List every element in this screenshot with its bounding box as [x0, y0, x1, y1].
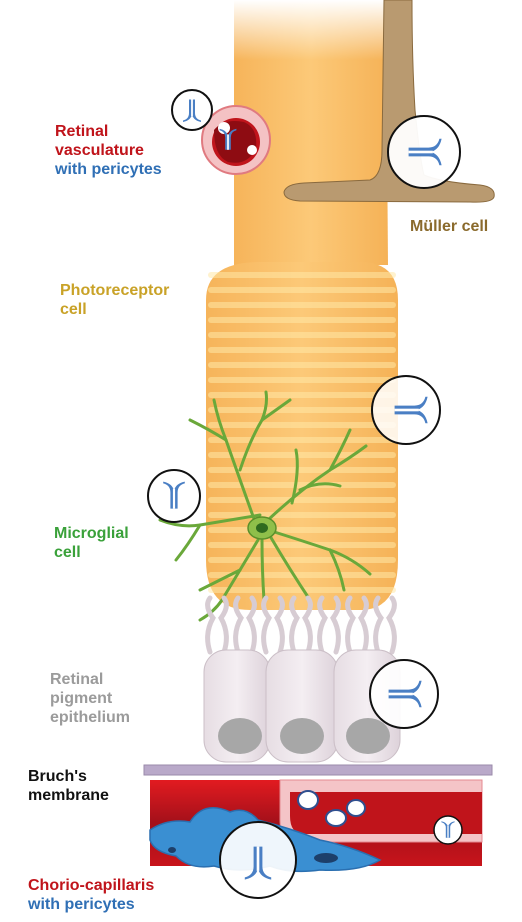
disc-stripe [208, 302, 396, 308]
receptor-marker-microglia [148, 470, 200, 522]
microvillus [376, 598, 381, 652]
microvillus [221, 598, 226, 652]
microglial-line1: Microglial [54, 524, 129, 543]
receptor-marker-rpe [370, 660, 438, 728]
retinal-vessel [202, 106, 270, 174]
photoreceptor-label: Photoreceptor cell [60, 281, 169, 319]
photoreceptor-line2: cell [60, 300, 169, 319]
disc-stripe [208, 452, 396, 458]
microvillus [208, 598, 213, 652]
muller-cell-text: Müller cell [410, 217, 488, 236]
disc-stripe [208, 377, 396, 383]
microglial-label: Microglial cell [54, 524, 129, 562]
choriocapillaris-label: Chorio-capillaris with pericytes [28, 876, 154, 914]
retinal-vasculature-label: Retinal vasculature with pericytes [55, 122, 162, 179]
bruchs-membrane [144, 765, 492, 775]
disc-stripe [208, 272, 396, 278]
rpe-line2: pigment [50, 689, 130, 708]
choriocapillaris-vessel [150, 780, 482, 871]
choriocapillaris-line2: with pericytes [28, 895, 154, 914]
rpe-line1: Retinal [50, 670, 130, 689]
retinal-vasculature-line2: vasculature [55, 141, 162, 160]
disc-stripe [208, 437, 396, 443]
disc-stripe [208, 527, 396, 533]
receptor-marker-choriocapillaris [220, 822, 296, 898]
disc-stripe [208, 557, 396, 563]
disc-stripe [208, 287, 396, 293]
disc-stripe [208, 347, 396, 353]
receptor-marker-photoreceptor [372, 376, 440, 444]
rpe-line3: epithelium [50, 708, 130, 727]
bruchs-line2: membrane [28, 786, 109, 805]
microglia-nucleus [256, 523, 268, 533]
rpe-cells [204, 650, 400, 762]
receptor-marker-pericyte [434, 816, 462, 844]
disc-stripe [208, 482, 396, 488]
bruchs-line1: Bruch's [28, 767, 109, 786]
rpe-label: Retinal pigment epithelium [50, 670, 130, 727]
microglial-line2: cell [54, 543, 129, 562]
disc-stripe [208, 362, 396, 368]
disc-stripe [208, 317, 396, 323]
microvillus [389, 598, 394, 652]
disc-stripe [208, 422, 396, 428]
disc-stripe [208, 542, 396, 548]
retinal-vasculature-line1: Retinal [55, 122, 162, 141]
disc-stripe [208, 512, 396, 518]
photoreceptor-line1: Photoreceptor [60, 281, 169, 300]
receptor-marker-muller [388, 116, 460, 188]
disc-stripe [208, 332, 396, 338]
disc-stripe [208, 407, 396, 413]
retinal-vasculature-line3: with pericytes [55, 160, 162, 179]
bruchs-membrane-label: Bruch's membrane [28, 767, 109, 805]
disc-stripe [208, 497, 396, 503]
choriocapillaris-line1: Chorio-capillaris [28, 876, 154, 895]
muller-cell-label: Müller cell [410, 217, 488, 236]
disc-stripe [208, 392, 396, 398]
